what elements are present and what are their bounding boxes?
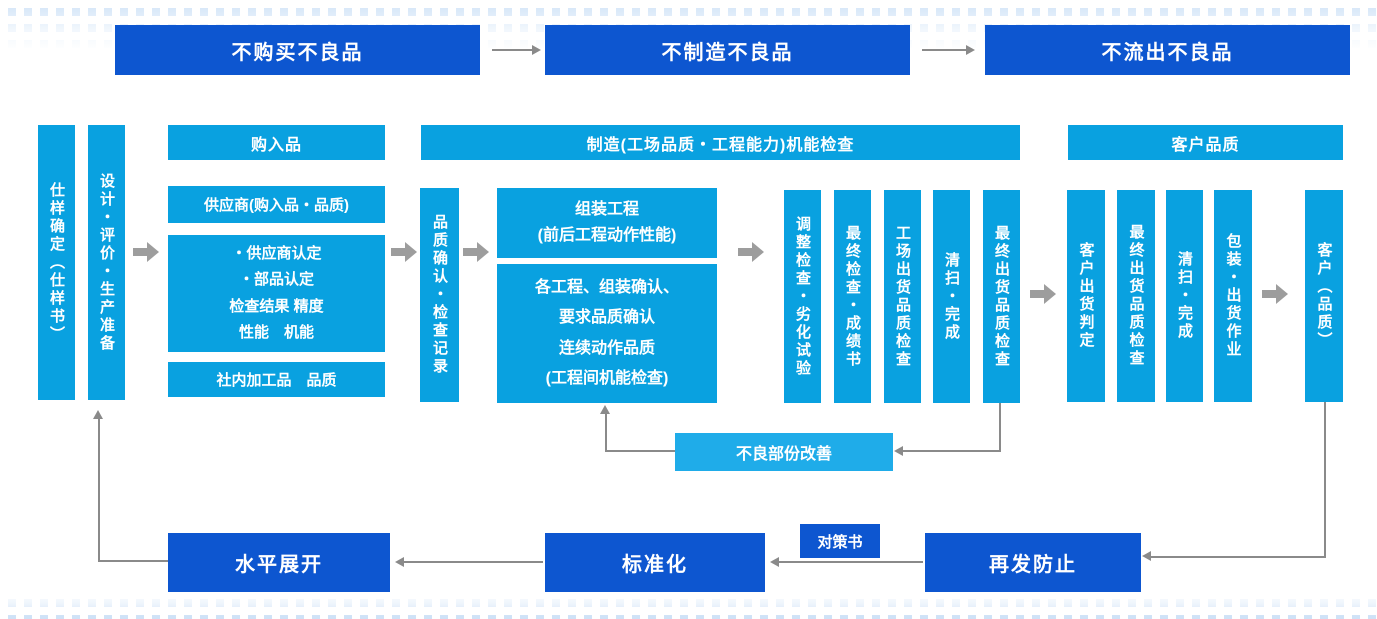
node-final-inspection-report: 最终检查・成绩书 <box>834 190 871 403</box>
connector-customer-to-prevention <box>1148 402 1326 558</box>
node-design-eval-prep: 设计・评价・生产准备 <box>88 125 125 400</box>
node-assembly-process: 组装工程 (前后工程动作性能) <box>497 188 717 258</box>
fat-arrow-right-icon <box>391 242 417 262</box>
arrow-left-icon <box>894 446 903 456</box>
node-supplier: 供应商(购入品・品质) <box>168 186 385 223</box>
node-standardization: 标准化 <box>545 533 765 592</box>
cert-line: 性能 机能 <box>238 323 314 341</box>
assembly-line: 组装工程 <box>574 201 639 219</box>
node-packing-shipping: 包装・出货作业 <box>1214 190 1252 402</box>
node-horizontal-deployment: 水平展开 <box>168 533 390 592</box>
node-spec-determination: 仕样确定（仕样书） <box>38 125 75 400</box>
arrow-right-icon <box>492 45 541 55</box>
node-no-manufacture-defects: 不制造不良品 <box>545 25 910 75</box>
node-certification: ・供应商认定 ・部品认定 检查结果 精度 性能 机能 <box>168 235 385 352</box>
node-cleaning-complete: 清扫・完成 <box>933 190 970 403</box>
cert-line: ・供应商认定 <box>231 245 322 262</box>
process-line: 各工程、组装确认、 <box>534 278 679 296</box>
node-final-shipment-inspection: 最终出货品质检查 <box>983 190 1020 403</box>
cert-line: ・部品认定 <box>238 271 314 289</box>
node-customer-final-shipment-inspection: 最终出货品质检查 <box>1117 190 1155 402</box>
arrow-up-icon <box>600 405 610 414</box>
node-customer-cleaning-complete: 清扫・完成 <box>1166 190 1203 402</box>
connector-deployment-to-design <box>98 419 168 562</box>
fat-arrow-right-icon <box>738 242 764 262</box>
node-factory-shipment-inspection: 工场出货品质检查 <box>884 190 921 403</box>
header-manufacturing-inspection: 制造(工场品质・工程能力)机能检查 <box>421 125 1020 160</box>
node-defect-improvement: 不良部份改善 <box>675 433 893 471</box>
arrow-right-icon <box>922 45 975 55</box>
node-recurrence-prevention: 再发防止 <box>925 533 1141 592</box>
node-no-outflow-defects: 不流出不良品 <box>985 25 1350 75</box>
node-inhouse-processed: 社内加工品 品质 <box>168 362 385 397</box>
connector-improve-to-process <box>605 414 675 452</box>
node-each-process-confirm: 各工程、组装确认、 要求品质确认 连续动作品质 (工程间机能检查) <box>497 264 717 403</box>
process-line: 连续动作品质 <box>558 339 655 357</box>
process-line: 要求品质确认 <box>558 309 655 327</box>
connector-inspection-to-improve <box>900 403 1001 452</box>
node-customer-shipment-judgement: 客户出货判定 <box>1067 190 1105 402</box>
node-quality-confirm-record: 品质确认・检查记录 <box>420 188 459 402</box>
cert-line: 检查结果 精度 <box>229 297 324 315</box>
node-countermeasure-report: 对策书 <box>800 524 880 558</box>
node-no-purchase-defects: 不购买不良品 <box>115 25 480 75</box>
process-line: (工程间机能检查) <box>545 369 669 387</box>
node-adjust-inspection: 调整检查・劣化试验 <box>784 190 821 403</box>
assembly-line: (前后工程动作性能) <box>537 227 677 244</box>
fat-arrow-right-icon <box>1030 284 1056 304</box>
node-customer-quality: 客户（品质） <box>1305 190 1343 402</box>
fat-arrow-right-icon <box>463 242 489 262</box>
fat-arrow-right-icon <box>133 242 159 262</box>
fat-arrow-right-icon <box>1262 284 1288 304</box>
arrow-left-icon <box>770 557 923 567</box>
header-purchased-goods: 购入品 <box>168 125 385 160</box>
arrow-left-icon <box>395 557 543 567</box>
header-customer-quality: 客户品质 <box>1068 125 1343 160</box>
arrow-left-icon <box>1142 551 1151 561</box>
arrow-up-icon <box>93 410 103 419</box>
pixel-pattern-bottom <box>0 591 1377 619</box>
